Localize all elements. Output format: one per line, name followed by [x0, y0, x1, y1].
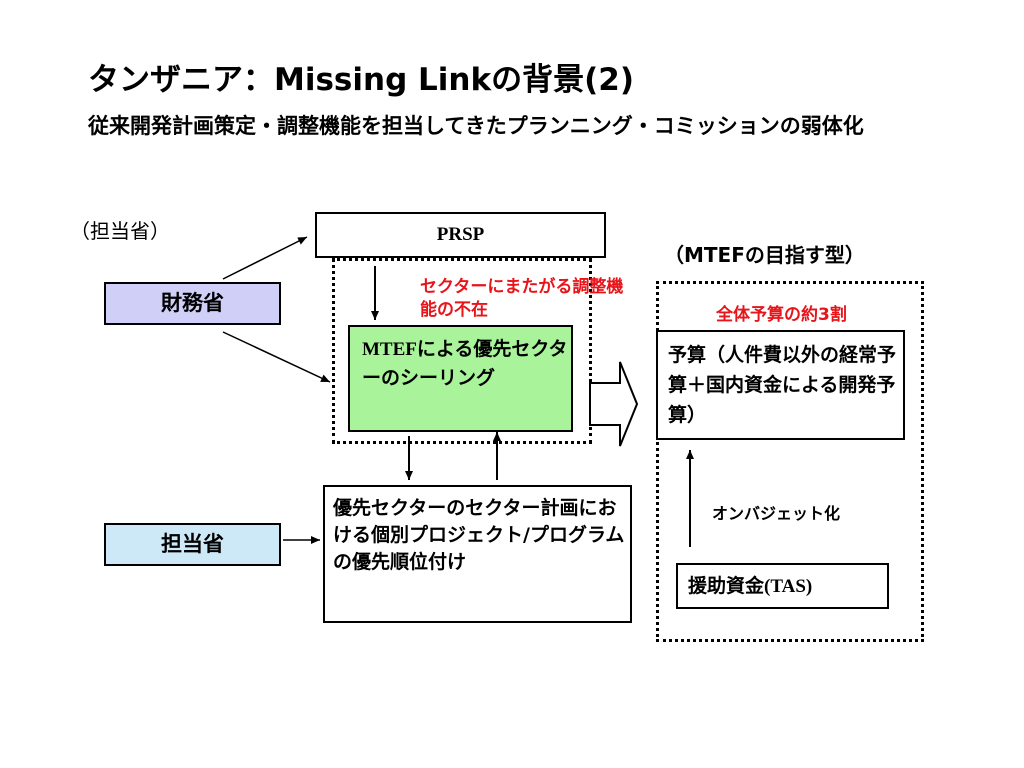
mtef-ceiling-text: による優先セクターのシーリング: [362, 338, 568, 389]
finance-to-prsp-arrow: [222, 236, 308, 280]
priority-ranking-box: 優先セクターのセクター計画における個別プロジェクト/プログラムの優先順位付け: [323, 485, 632, 623]
line-ministry-box: 担当省: [104, 523, 281, 566]
finance-to-mtef-arrow: [222, 331, 331, 383]
on-budget-label: オンバジェット化: [712, 504, 841, 523]
sector-coordination-note: セクターにまたがる調整機能の不在: [420, 277, 624, 320]
mtef-target-group: [656, 281, 924, 642]
slide-title: タンザニア：Missing Linkの背景(2): [88, 62, 635, 98]
budget-box: 予算（人件費以外の経常予算＋国内資金による開発予算）: [656, 330, 905, 440]
mtef-ceiling-box: MTEFによる優先セクターのシーリング: [348, 325, 573, 432]
current-process-group: [332, 258, 592, 444]
responsible-ministry-label: （担当省）: [70, 219, 170, 243]
ministry-of-finance-box: 財務省: [104, 282, 281, 325]
transition-block-arrow: [589, 361, 639, 447]
overall-budget-share-note: 全体予算の約3割: [716, 305, 847, 325]
mtef-ceiling-prefix: MTEF: [362, 339, 417, 360]
slide-subtitle: 従来開発計画策定・調整機能を担当してきたプランニング・コミッションの弱体化: [88, 114, 864, 138]
aid-funds-tas: (TAS): [764, 576, 813, 597]
mtef-target-type-label: （MTEFの目指す型）: [664, 243, 865, 267]
aid-funds-label: 援助資金: [688, 575, 765, 597]
aid-funds-box: 援助資金(TAS): [676, 563, 889, 609]
prsp-box: PRSP: [315, 212, 606, 258]
